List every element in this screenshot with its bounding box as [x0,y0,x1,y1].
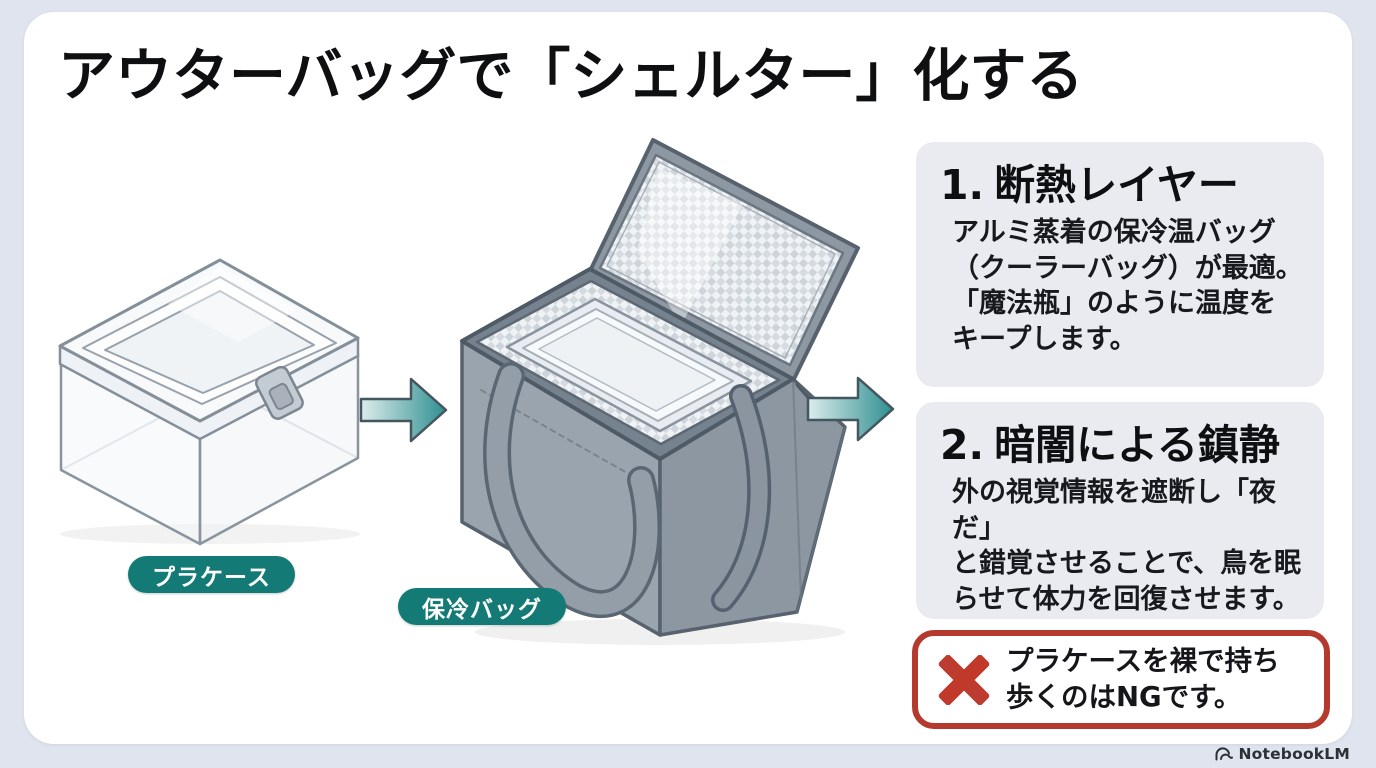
panel-insulation: 1. 断熱レイヤー アルミ蒸着の保冷温バッグ （クーラーバッグ）が最適。 「魔法… [916,142,1324,387]
panel-darkness-heading: 2. 暗闇による鎮静 [940,421,1324,469]
panel-insulation-body: アルミ蒸着の保冷温バッグ （クーラーバッグ）が最適。 「魔法瓶」のように温度を … [952,217,1303,356]
footer-brand: NotebookLM [1214,743,1350,765]
bag-label: 保冷バッグ [398,588,566,625]
right-arrow-icon [359,377,448,443]
case-label: プラケース [128,556,295,593]
x-icon [938,654,990,705]
notebooklm-logo-icon [1215,747,1234,761]
panel-number: 2. [940,421,985,469]
panel-darkness: 2. 暗闇による鎮静 外の視覚情報を遮断し「夜だ」 と錯覚させることで、鳥を眠 … [916,402,1324,619]
panel-heading-text: 断熱レイヤー [994,161,1239,209]
panel-number: 1. [940,161,985,209]
panel-insulation-heading: 1. 断熱レイヤー [940,161,1324,209]
warning-box: プラケースを裸で持ち 歩くのはNGです。 [912,630,1330,729]
warning-text: プラケースを裸で持ち 歩くのはNGです。 [1006,644,1280,713]
slide-title: アウターバッグで「シェルター」化する [58,43,1084,109]
cooler-bag-illustration [460,138,860,645]
panel-heading-text: 暗闇による鎮静 [994,421,1280,469]
footer-brand-text: NotebookLM [1238,745,1350,763]
panel-darkness-body: 外の視覚情報を遮断し「夜だ」 と錯覚させることで、鳥を眠 らせて体力を回復させま… [952,477,1302,616]
right-arrow-icon [806,376,895,442]
plastic-case-illustration [58,258,360,546]
